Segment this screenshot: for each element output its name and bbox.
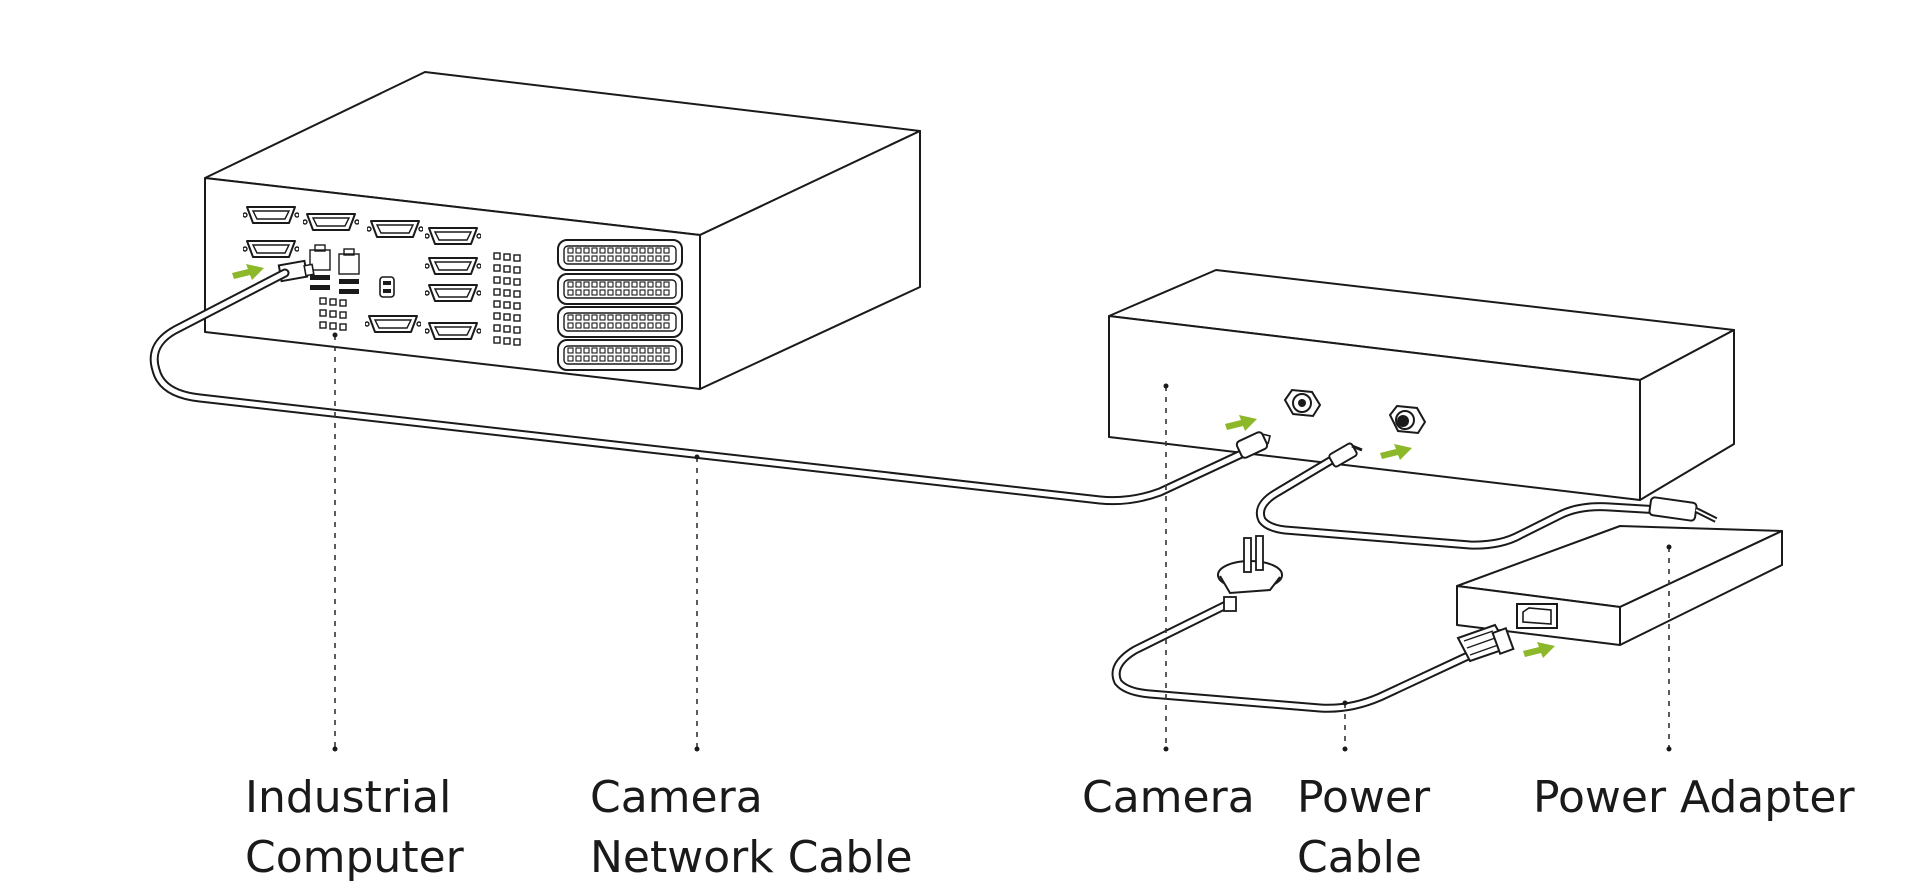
label-camera-network-cable-line1: Camera <box>590 772 763 823</box>
camera-power-port <box>1388 404 1427 435</box>
camera <box>1108 269 1735 501</box>
label-industrial-computer-line1: Industrial <box>245 772 452 823</box>
adapter-dc-cable <box>1255 442 1718 550</box>
usb-ports <box>310 275 395 298</box>
adapter-ac-socket <box>1516 603 1558 629</box>
label-industrial-computer: Industrial Computer <box>245 768 464 888</box>
label-power-adapter-line1: Power Adapter <box>1533 772 1855 823</box>
label-power-adapter: Power Adapter <box>1533 768 1855 828</box>
industrial-computer <box>204 71 921 390</box>
power-adapter <box>1456 525 1783 658</box>
label-camera-line1: Camera <box>1082 772 1255 823</box>
label-camera-network-cable: Camera Network Cable <box>590 768 913 888</box>
label-camera: Camera <box>1082 768 1255 828</box>
camera-ethernet-port <box>1283 388 1322 418</box>
iec-connector <box>1456 623 1515 663</box>
label-camera-network-cable-line2: Network Cable <box>590 832 913 883</box>
label-power-cable-line1: Power <box>1297 772 1431 823</box>
expansion-slots <box>557 239 683 371</box>
label-power-cable-line2: Cable <box>1297 832 1422 883</box>
ethernet-ports <box>309 244 360 275</box>
power-plug-icon <box>1217 535 1283 612</box>
power-cable <box>1111 535 1515 713</box>
label-power-cable: Power Cable <box>1297 768 1430 888</box>
label-industrial-computer-line2: Computer <box>245 832 464 883</box>
camera-network-cable <box>149 268 1271 506</box>
leader-lines <box>332 332 1672 752</box>
green-arrow-icon <box>1523 642 1555 658</box>
vent-grid <box>319 252 521 346</box>
